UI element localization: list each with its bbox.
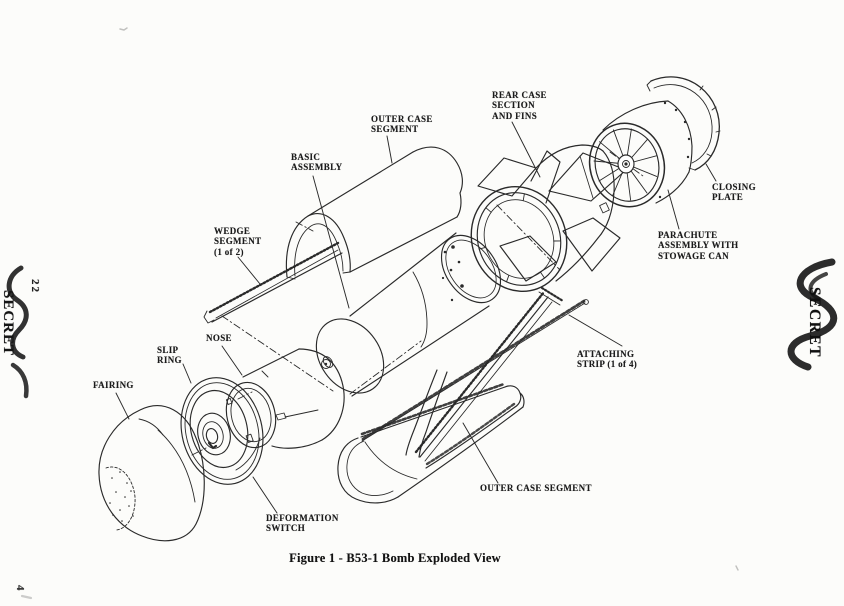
leader-lines: [115, 121, 717, 514]
scan-artifacts: [20, 27, 739, 600]
upper-outer-case-drawing: [285, 146, 463, 280]
corner-mark: 4: [14, 585, 26, 591]
part-label-attaching-strip: ATTACHING STRIP (1 of 4): [577, 349, 638, 370]
right-pen-stroke-2: [808, 272, 828, 300]
classification-stamp-left: SECRET: [0, 290, 16, 357]
part-label-outer-case-segment-top: OUTER CASE SEGMENT: [371, 114, 433, 135]
part-label-basic-assembly: BASIC ASSEMBLY: [291, 152, 343, 173]
page-number: 22: [29, 279, 41, 294]
basic-assembly-drawing: [315, 232, 502, 397]
part-label-fairing: FAIRING: [93, 380, 134, 390]
part-label-nose: NOSE: [206, 333, 232, 343]
right-pen-stroke: [787, 258, 838, 371]
attaching-strips-drawing: [361, 286, 589, 462]
figure-caption: Figure 1 - B53-1 Bomb Exploded View: [289, 551, 501, 565]
fairing-drawing: [98, 405, 205, 542]
part-label-slip-ring: SLIP RING: [157, 345, 182, 366]
strikeout-marks: [6, 258, 838, 399]
nose-drawing: [225, 348, 345, 449]
left-pen-stroke: [6, 265, 29, 360]
part-label-parachute-assembly: PARACHUTE ASSEMBLY WITH STOWAGE CAN: [658, 230, 739, 261]
part-label-closing-plate: CLOSING PLATE: [712, 182, 756, 203]
left-pen-tail: [10, 362, 29, 399]
part-label-rear-case-section: REAR CASE SECTION AND FINS: [492, 90, 547, 121]
classification-stamp-right: SECRET: [806, 287, 823, 359]
part-label-deformation-switch: DEFORMATION SWITCH: [266, 513, 339, 534]
parachute-assembly-drawing: [588, 100, 693, 208]
slip-ring-drawing: [180, 377, 264, 485]
part-label-wedge-segment: WEDGE SEGMENT (1 of 2): [214, 226, 262, 257]
rear-case-drawing: [470, 144, 627, 293]
wedge-segment-drawing: [203, 241, 343, 324]
part-label-outer-case-segment-bottom: OUTER CASE SEGMENT: [480, 483, 592, 493]
axis-lines: [191, 151, 644, 456]
closing-plate-drawing: [646, 76, 721, 171]
